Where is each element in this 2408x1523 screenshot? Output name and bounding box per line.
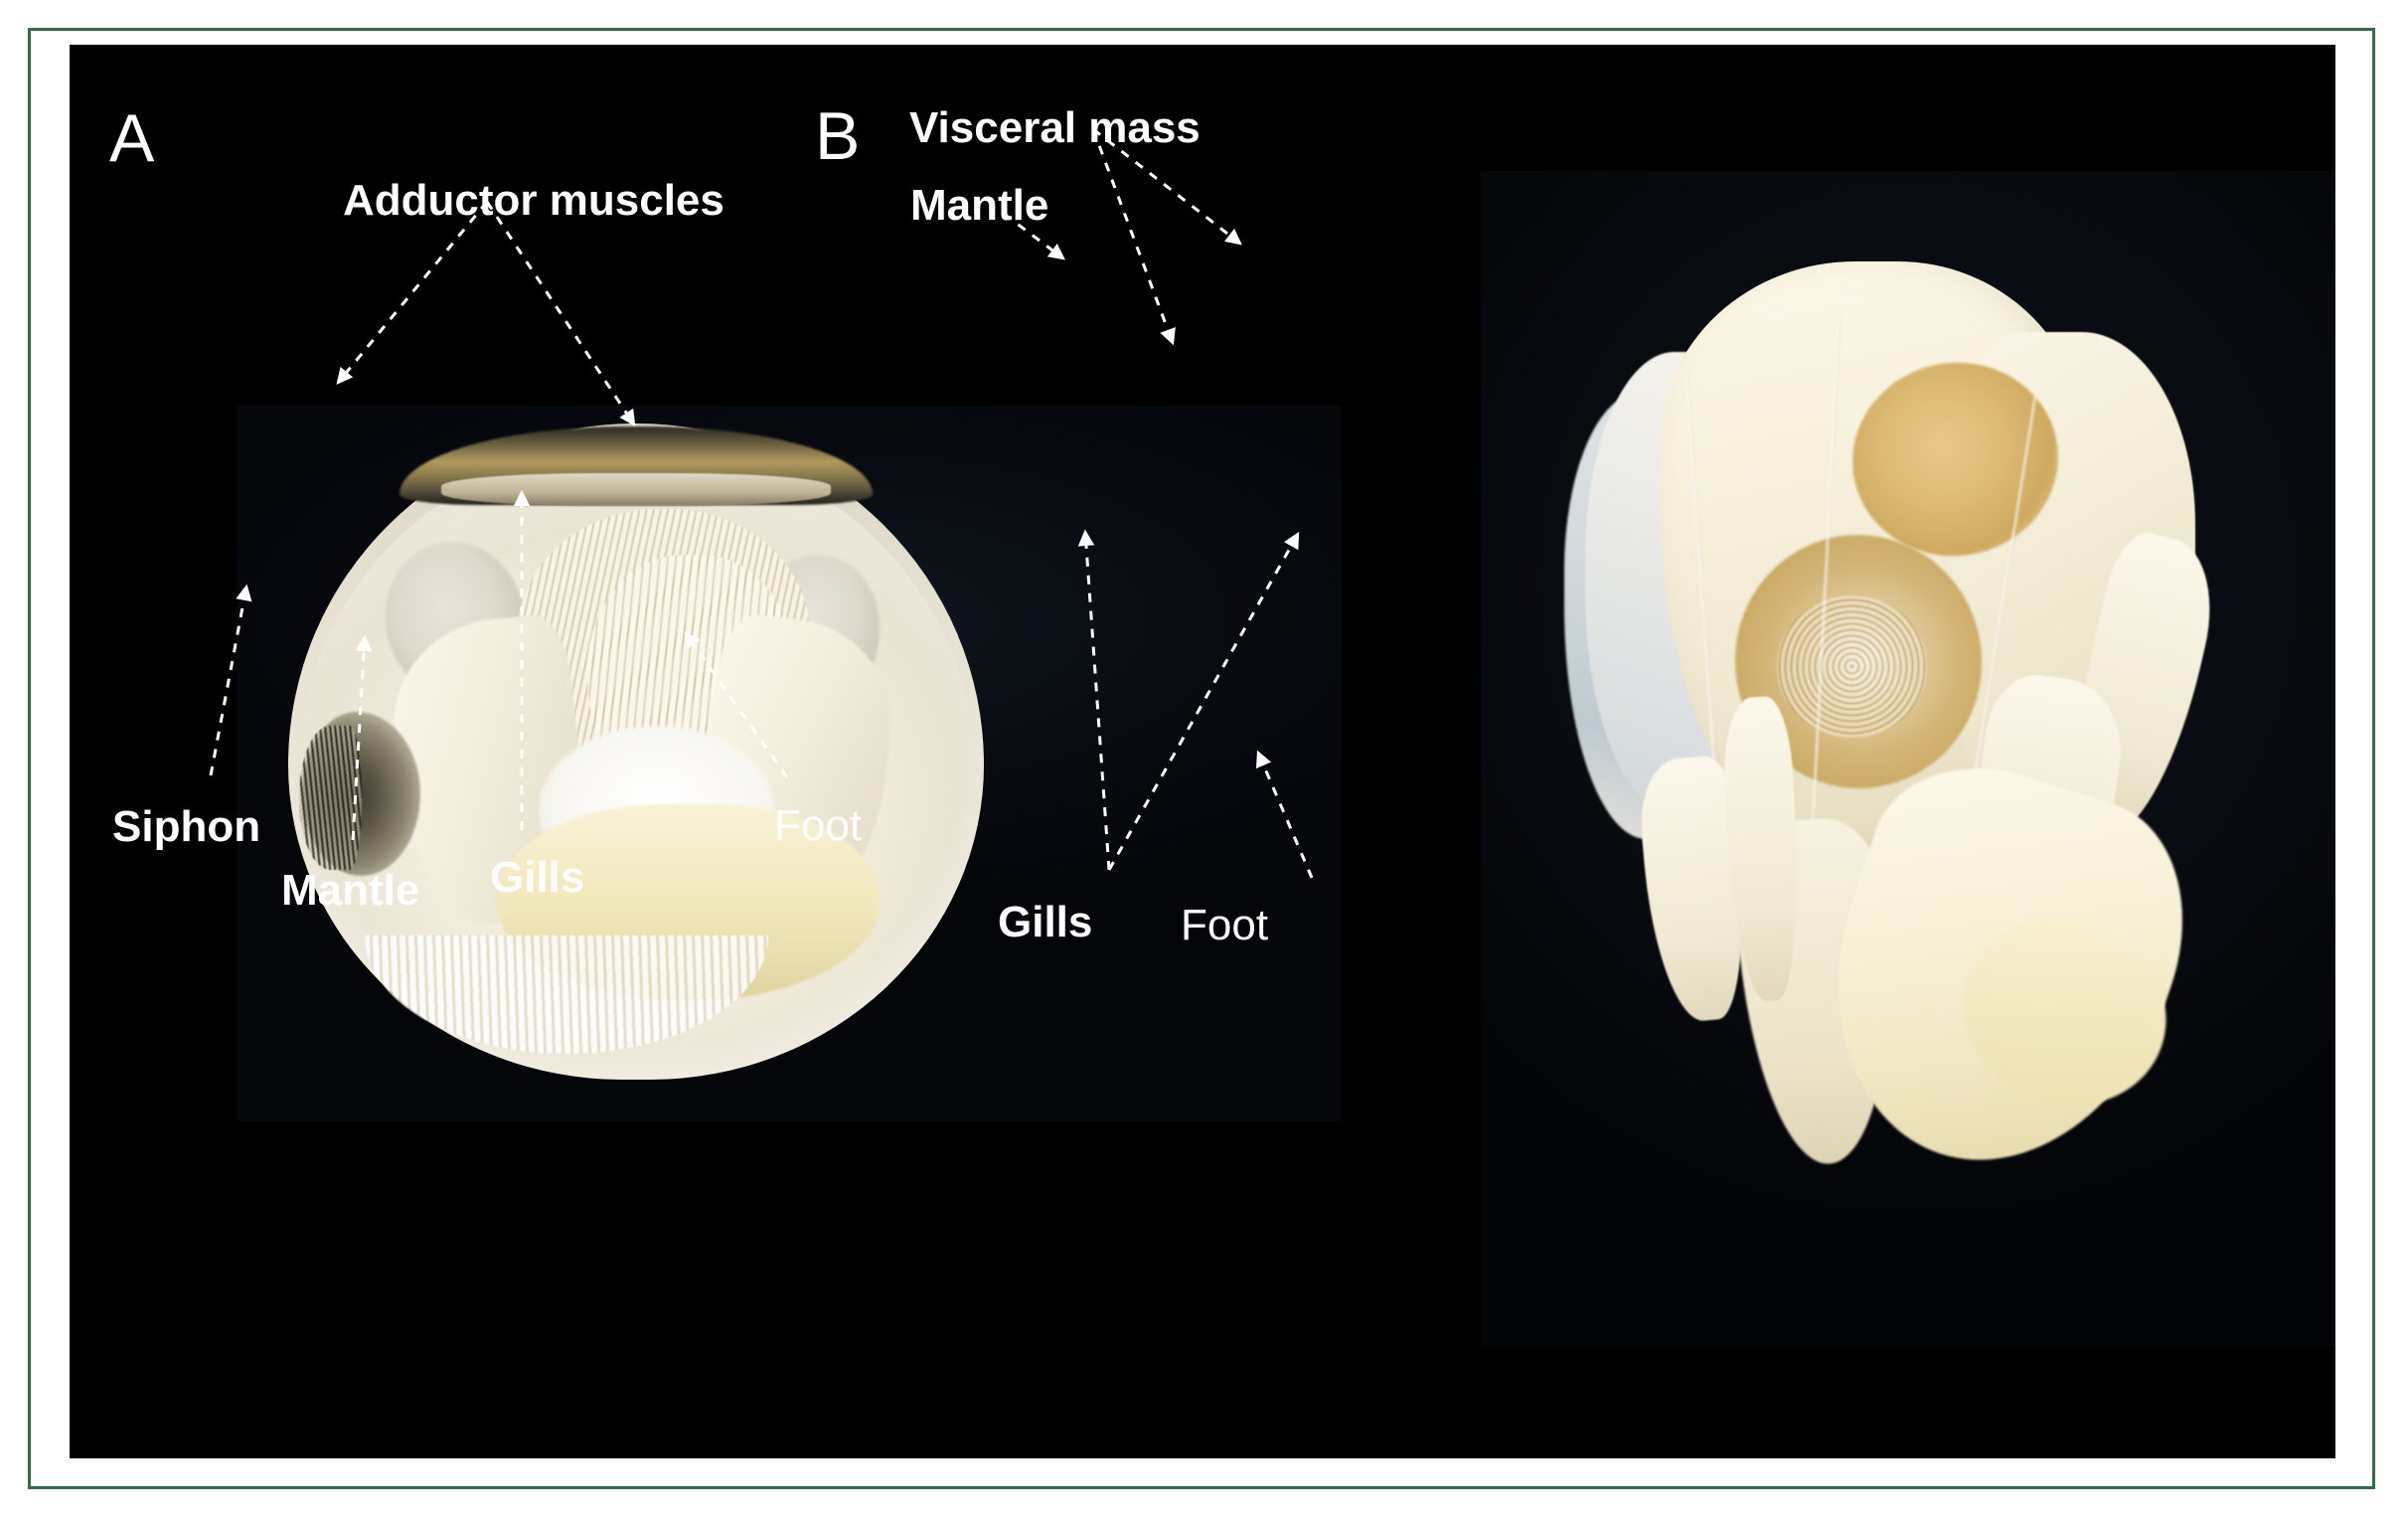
figure-canvas: A B Adductor muscles Siphon Mantle Gills… bbox=[70, 45, 2335, 1458]
panel-b-photograph bbox=[1481, 171, 2335, 1346]
panel-letter-a: A bbox=[109, 100, 155, 176]
visceral-vasculature bbox=[1776, 595, 1928, 738]
leader-adductor-left bbox=[336, 201, 489, 385]
siphon-fringe bbox=[298, 725, 362, 870]
label-foot-b: Foot bbox=[1181, 901, 1269, 949]
label-gills-b: Gills bbox=[998, 898, 1093, 946]
clam-specimen-a bbox=[288, 423, 984, 1080]
dissected-soft-body-b bbox=[1550, 231, 2236, 1245]
label-siphon: Siphon bbox=[112, 802, 261, 851]
label-visceral-mass: Visceral mass bbox=[909, 103, 1201, 152]
label-mantle-a: Mantle bbox=[281, 866, 420, 915]
label-mantle-b: Mantle bbox=[910, 181, 1049, 230]
leader-adductor-right bbox=[485, 201, 636, 427]
panel-a-photograph bbox=[237, 406, 1342, 1121]
label-adductor-muscles: Adductor muscles bbox=[343, 176, 724, 225]
clam-hinge-ligament bbox=[441, 472, 831, 506]
leader-visceral-lower bbox=[1091, 128, 1176, 346]
panel-letter-b: B bbox=[815, 98, 861, 174]
label-foot-a: Foot bbox=[774, 801, 863, 850]
label-gills-a: Gills bbox=[490, 853, 585, 902]
